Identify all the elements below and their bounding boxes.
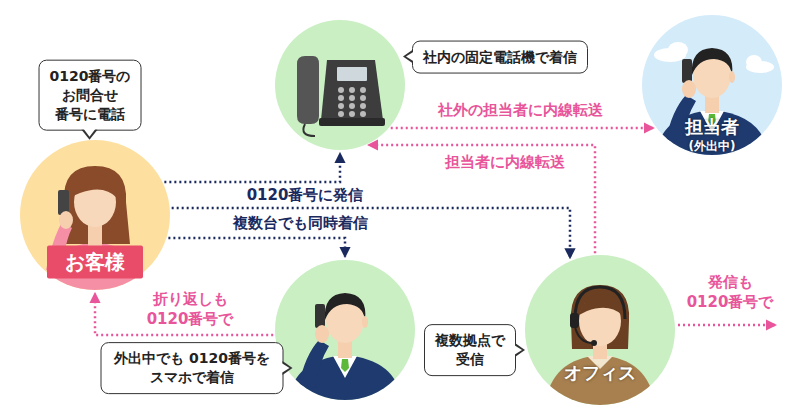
edge-label: 社外の担当者に内線転送 bbox=[438, 100, 603, 120]
text-holder: 複数拠点で 受信 bbox=[424, 324, 516, 376]
edge-label: 折り返しも 0120番号で bbox=[147, 289, 234, 330]
speech-bubble: 0120番号の お問合せ 番号に電話 bbox=[39, 60, 142, 131]
staff-circle: 担当者(外出中) bbox=[642, 15, 782, 155]
text-holder: 外出中でも 0120番号を スマホで着信 bbox=[101, 342, 284, 394]
text-holder: 担当者に内線転送 bbox=[445, 152, 565, 172]
edge-label: 担当者に内線転送 bbox=[445, 152, 565, 172]
text-holder: 0120番号の お問合せ 番号に電話 bbox=[39, 60, 142, 131]
text-holder: 発信も 0120番号で bbox=[687, 272, 774, 313]
flow-connector bbox=[391, 127, 654, 130]
flow-note: 発信も 0120番号で bbox=[687, 272, 774, 313]
mobile-staff-circle: 外出中でも 0120番号を スマホで着信 bbox=[275, 260, 415, 400]
text-holder: 社内の固定電話機で着信 bbox=[412, 41, 588, 74]
outgoing-arrow bbox=[678, 324, 776, 327]
speech-bubble: 社内の固定電話機で着信 bbox=[412, 41, 588, 74]
text-holder: 複数台でも同時着信 bbox=[229, 213, 372, 233]
text-holder: (外出中) bbox=[689, 138, 736, 154]
text-holder: 担当者 bbox=[685, 115, 739, 139]
speech-bubble: 複数拠点で 受信 bbox=[424, 324, 516, 376]
circle-ground bbox=[275, 260, 415, 400]
circle-shape bbox=[275, 20, 405, 150]
flow-note: 複数台でも同時着信 bbox=[229, 213, 372, 233]
flow-connector bbox=[168, 238, 345, 257]
text-holder: 0120番号に発信 bbox=[243, 185, 368, 205]
customer-circle: 0120番号の お問合せ 番号に電話お客様 bbox=[20, 140, 170, 290]
circle-ground bbox=[20, 140, 170, 290]
flow-note: 0120番号に発信 bbox=[243, 185, 368, 205]
figure-illustration bbox=[654, 42, 774, 155]
circle-ground bbox=[525, 255, 675, 405]
speech-bubble: 外出中でも 0120番号を スマホで着信 bbox=[101, 342, 284, 394]
circle-ground bbox=[275, 20, 405, 150]
role-label: オフィス bbox=[564, 361, 636, 385]
role-label: 担当者 bbox=[685, 115, 739, 139]
circle-ground bbox=[642, 15, 782, 155]
figure-illustration bbox=[545, 285, 655, 405]
flow-connector bbox=[164, 153, 340, 182]
circle-shape bbox=[275, 260, 415, 400]
text-holder: オフィス bbox=[564, 361, 636, 385]
flow-connector bbox=[172, 208, 570, 258]
text-holder: お客様 bbox=[47, 246, 143, 279]
flow-connector bbox=[368, 145, 595, 253]
text-holder: 折り返しも 0120番号で bbox=[147, 289, 234, 330]
figure-illustration bbox=[42, 166, 148, 290]
name-banner: お客様 bbox=[47, 246, 143, 279]
office-circle: 複数拠点で 受信オフィス bbox=[525, 255, 675, 405]
status-label: (外出中) bbox=[689, 138, 736, 154]
text-holder: 社外の担当者に内線転送 bbox=[438, 100, 603, 120]
figure-illustration bbox=[297, 56, 385, 136]
figure-illustration bbox=[289, 293, 401, 400]
desk-phone-circle: 社内の固定電話機で着信 bbox=[275, 20, 405, 150]
